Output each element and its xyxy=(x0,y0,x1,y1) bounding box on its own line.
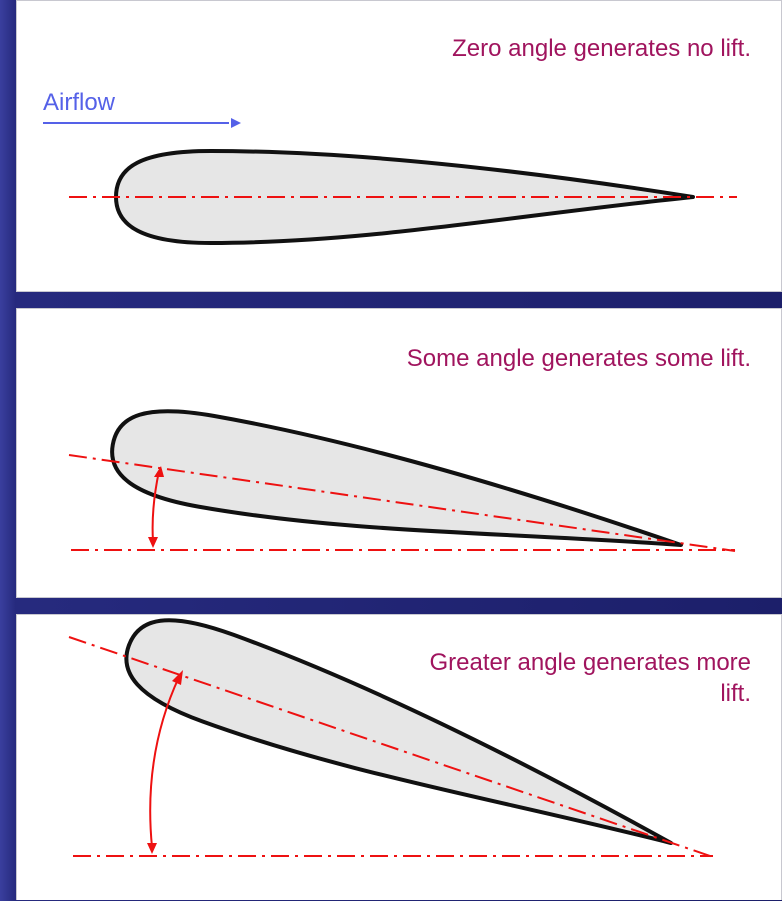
airfoil-greater-angle xyxy=(124,618,673,845)
airflow-arrowhead xyxy=(231,118,241,128)
chord-line-some-angle xyxy=(68,454,736,552)
angle-arrowhead-bottom-greater xyxy=(147,843,157,854)
caption-some-angle-text: Some angle generates some lift. xyxy=(406,345,751,372)
caption-some-angle: Some angle generates some lift. xyxy=(351,343,751,374)
diagram-zero-angle xyxy=(43,118,737,245)
angle-arrowhead-top-greater xyxy=(172,670,183,685)
panel-greater-angle: Greater angle generates more lift. xyxy=(16,614,782,900)
angle-arc-some-angle xyxy=(151,470,160,542)
chord-line-greater-angle xyxy=(68,636,714,858)
caption-greater-angle-text: Greater angle generates more lift. xyxy=(429,649,751,707)
caption-zero-angle: Zero angle generates no lift. xyxy=(452,35,751,62)
angle-arrowhead-top xyxy=(154,466,164,477)
angle-arc-greater-angle xyxy=(149,676,180,848)
diagram-some-angle xyxy=(68,409,736,552)
caption-greater-angle: Greater angle generates more lift. xyxy=(421,647,751,709)
airflow-label: Airflow xyxy=(43,89,116,116)
panel-some-angle: Some angle generates some lift. xyxy=(16,308,782,598)
angle-arrowhead-bottom xyxy=(148,537,158,548)
airfoil-some-angle xyxy=(110,409,683,547)
panel-zero-angle: Zero angle generates no lift. Airflow xyxy=(16,0,782,292)
diagram-greater-angle xyxy=(68,618,714,858)
